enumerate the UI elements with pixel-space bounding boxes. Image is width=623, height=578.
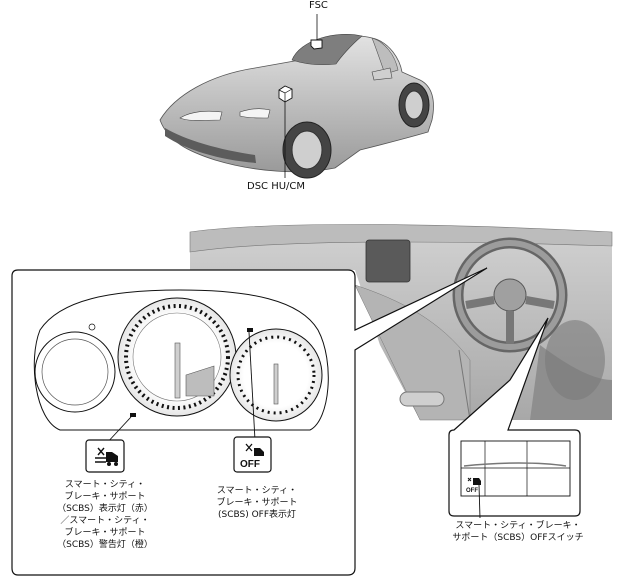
off-indicator-callout-text: スマート・シティ・ ブレーキ・サポート (SCBS) OFF表示灯 (198, 485, 316, 521)
svg-text:OFF: OFF (466, 488, 478, 494)
car-illustration (160, 34, 434, 178)
indicator-callout-text: スマート・シティ・ ブレーキ・サポート （SCBS）表示灯（赤） ／スマート・シ… (45, 479, 165, 551)
switch-callout-text: スマート・シティ・ブレーキ・ サポート（SCBS）OFFスイッチ (420, 520, 616, 544)
car-module-icon (279, 86, 292, 102)
scbs-off-icon: OFF (234, 437, 271, 472)
fsc-label: FSC (309, 0, 328, 12)
dsc-label: DSC HU/CM (247, 181, 305, 193)
fsc-camera-icon (311, 40, 322, 49)
off-icon-text: OFF (240, 459, 260, 470)
instrument-cluster (34, 290, 328, 430)
scbs-warning-icon (86, 440, 124, 472)
